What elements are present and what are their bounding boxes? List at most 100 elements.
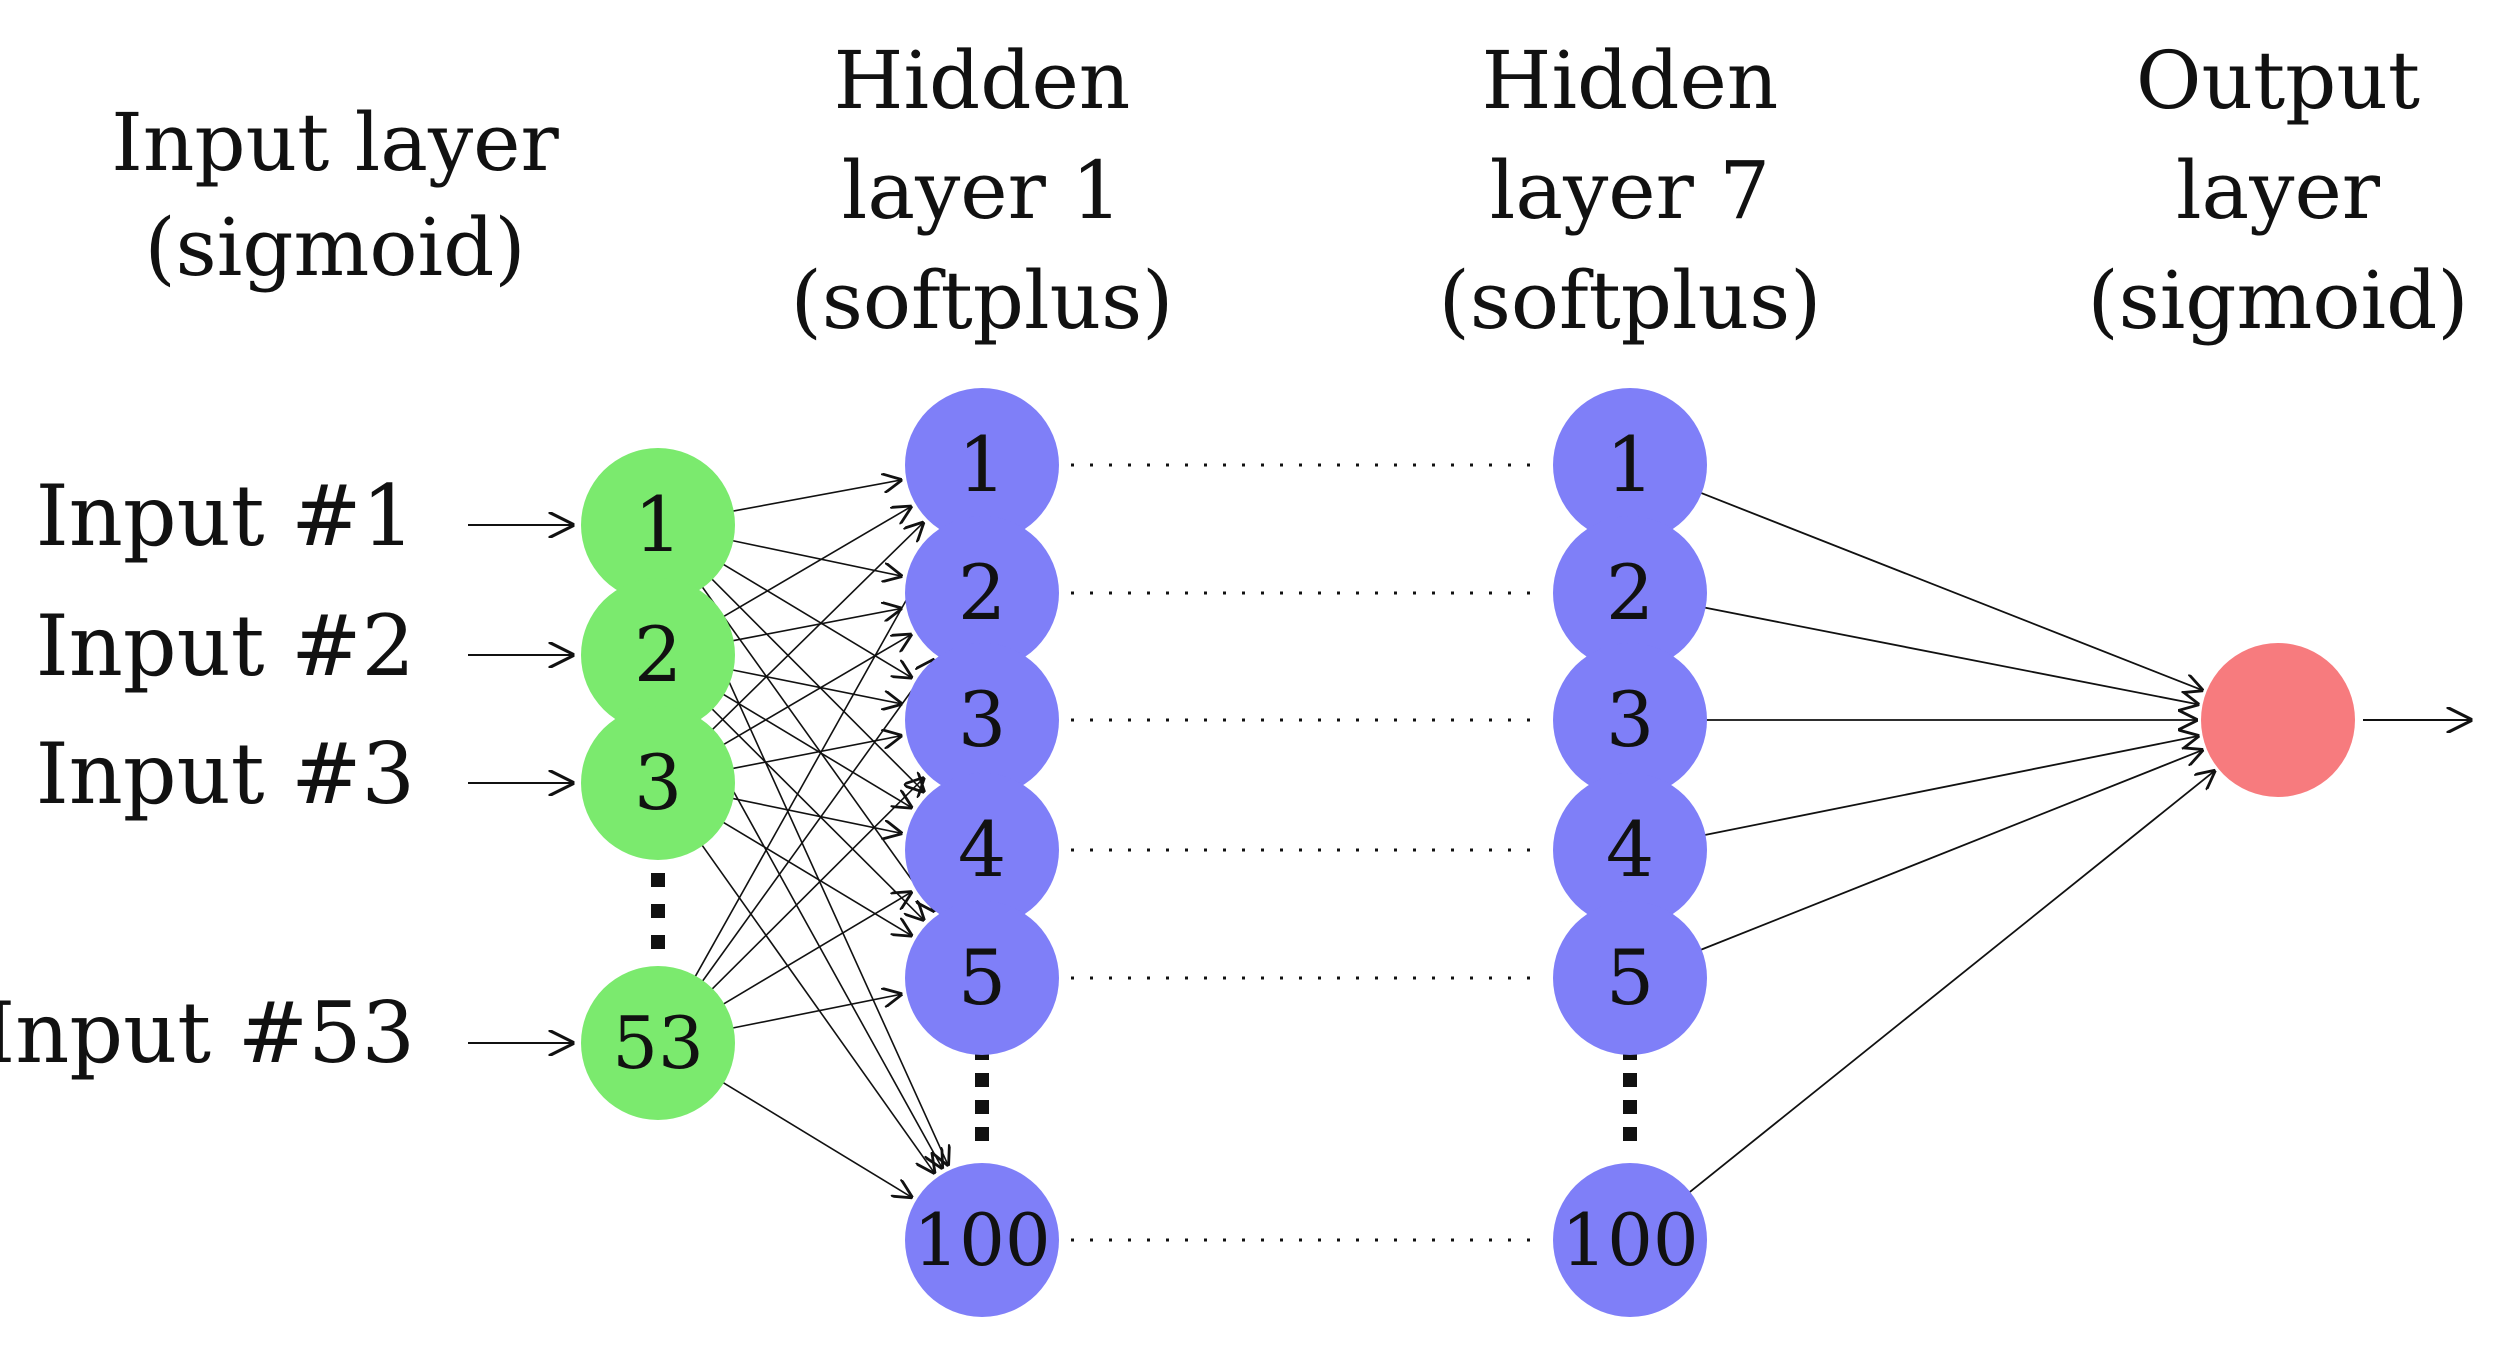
input-to-hidden1-edge	[720, 819, 911, 936]
input-node-3-label: 3	[634, 738, 682, 827]
input-node-3-circle	[581, 706, 735, 860]
input-node-2-label: 2	[634, 610, 682, 699]
input-to-hidden1-edge	[729, 480, 901, 513]
hidden1-node-100-label: 100	[913, 1198, 1050, 1282]
input-layer-header-line-2: (sigmoid)	[144, 201, 525, 294]
hidden1-node-100-circle	[905, 1163, 1059, 1317]
hidden7-node-1: 1	[1553, 388, 1707, 542]
output-layer-header-line-1: Output	[2136, 34, 2420, 127]
output-layer-header: Output layer (sigmoid)	[2087, 34, 2468, 347]
input-to-hidden1-edge	[699, 583, 933, 910]
input-to-hidden1-edge	[687, 591, 948, 1164]
input-to-hidden1-edge	[720, 635, 910, 747]
input-ellipsis-dot	[651, 873, 665, 887]
hidden7-to-output-edge	[1699, 491, 2202, 690]
hidden1-ellipsis-dot	[975, 1100, 989, 1114]
input-to-hidden1-edge	[720, 691, 911, 808]
hidden1-node-1: 1	[905, 388, 1059, 542]
output-layer-header-line-2: layer	[2176, 144, 2381, 237]
input-to-hidden1-edge	[720, 507, 910, 619]
hidden1-node-5: 5	[905, 901, 1059, 1055]
input-to-hidden1-edge	[700, 660, 934, 985]
hidden7-ellipsis-dot	[1623, 1073, 1637, 1087]
hidden7-node-5-label: 5	[1606, 933, 1654, 1022]
hidden7-ellipsis-dot	[1623, 1127, 1637, 1141]
hidden7-node-5: 5	[1553, 901, 1707, 1055]
hidden1-node-4: 4	[905, 773, 1059, 927]
hidden7-node-3: 3	[1553, 643, 1707, 797]
hidden1-node-3-label: 3	[958, 675, 1006, 764]
hidden7-node-4-label: 4	[1606, 805, 1654, 894]
hidden-layer-7-header-line-1: Hidden	[1482, 34, 1779, 127]
connection-edges	[468, 463, 2470, 1242]
input-to-hidden1-edge	[720, 561, 911, 678]
input-node-2-circle	[581, 578, 735, 732]
hidden7-to-output-edge	[1687, 771, 2214, 1194]
hidden-layer-1-header: Hidden layer 1 (softplus)	[791, 34, 1174, 347]
input-to-hidden1-edge	[729, 668, 901, 703]
input-label-53: Input #53	[0, 984, 415, 1082]
hidden7-node-100: 100	[1553, 1163, 1707, 1317]
input-ellipsis-dot	[651, 935, 665, 949]
input-label-3: Input #3	[36, 725, 415, 823]
hidden7-node-2: 2	[1553, 516, 1707, 670]
hidden7-ellipsis-dot	[1623, 1100, 1637, 1114]
input-node-1: 1	[581, 448, 735, 602]
input-to-hidden1-edge	[729, 609, 901, 643]
hidden1-node-2: 2	[905, 516, 1059, 670]
input-node-1-label: 1	[634, 480, 682, 569]
hidden7-node-2-circle	[1553, 516, 1707, 670]
hidden7-node-1-circle	[1553, 388, 1707, 542]
input-labels: Input #1 Input #2 Input #3 Input #53	[0, 467, 415, 1082]
output-node	[2201, 643, 2355, 797]
input-node-2: 2	[581, 578, 735, 732]
input-node-53: 53	[581, 966, 735, 1120]
hidden1-node-3-circle	[905, 643, 1059, 797]
input-to-hidden1-edge	[708, 576, 924, 792]
input-to-hidden1-edge	[720, 892, 911, 1007]
hidden1-node-1-label: 1	[958, 420, 1006, 509]
hidden-layer-7-nodes: 1 2 3 4 5 100	[1553, 388, 1707, 1317]
hidden7-node-100-label: 100	[1561, 1198, 1698, 1282]
input-to-hidden1-edge	[729, 796, 900, 833]
hidden1-node-100: 100	[905, 1163, 1059, 1317]
hidden-layer-7-header: Hidden layer 7 (softplus)	[1439, 34, 1822, 347]
hidden-layer-7-header-line-3: (softplus)	[1439, 254, 1822, 347]
input-node-1-circle	[581, 448, 735, 602]
hidden7-node-2-label: 2	[1606, 548, 1654, 637]
hidden7-node-3-circle	[1553, 643, 1707, 797]
hidden1-node-4-label: 4	[958, 805, 1006, 894]
hidden7-node-4: 4	[1553, 773, 1707, 927]
hidden1-node-5-label: 5	[958, 933, 1006, 1022]
hidden-layer-1-header-line-1: Hidden	[834, 34, 1131, 127]
input-to-hidden1-edge	[692, 718, 941, 1168]
input-to-hidden1-edge	[719, 1080, 911, 1197]
hidden1-node-2-circle	[905, 516, 1059, 670]
hidden1-ellipsis-dot	[975, 1127, 989, 1141]
hidden-layer-1-nodes: 1 2 3 4 5 100	[905, 388, 1059, 1317]
input-to-hidden1-edge	[709, 523, 923, 733]
input-node-3: 3	[581, 706, 735, 860]
input-to-hidden1-edge	[699, 842, 934, 1173]
hidden1-node-5-circle	[905, 901, 1059, 1055]
hidden-layer-7-header-line-2: layer 7	[1490, 144, 1770, 237]
input-to-hidden1-edge	[729, 994, 901, 1030]
hidden7-node-1-label: 1	[1606, 420, 1654, 509]
hidden7-node-3-label: 3	[1606, 675, 1654, 764]
hidden1-node-3: 3	[905, 643, 1059, 797]
input-to-hidden1-edge	[709, 705, 924, 920]
hidden-layer-1-header-line-3: (softplus)	[791, 254, 1174, 347]
hidden7-node-100-circle	[1553, 1163, 1707, 1317]
hidden1-node-2-label: 2	[958, 548, 1006, 637]
input-ellipsis-dot	[651, 904, 665, 918]
output-node-circle	[2201, 643, 2355, 797]
hidden7-to-output-edge	[1703, 606, 2198, 704]
hidden-layer-1-header-line-2: layer 1	[842, 144, 1122, 237]
input-to-hidden1-edge	[729, 736, 901, 770]
hidden1-ellipsis-dot	[975, 1073, 989, 1087]
hidden7-node-4-circle	[1553, 773, 1707, 927]
hidden1-node-1-circle	[905, 388, 1059, 542]
hidden1-node-4-circle	[905, 773, 1059, 927]
hidden7-to-output-edge	[1699, 750, 2202, 952]
